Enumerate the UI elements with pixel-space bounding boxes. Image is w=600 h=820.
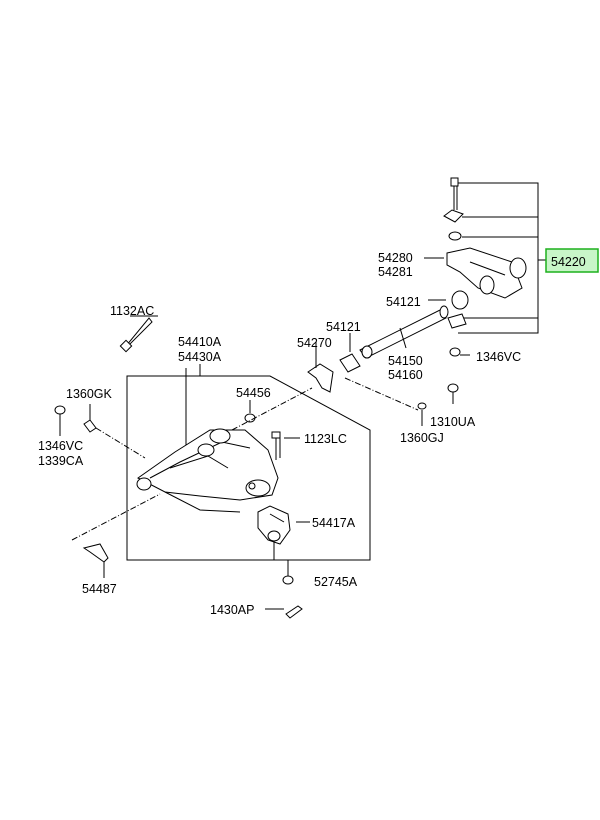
part-label-54456[interactable]: 54456 bbox=[236, 386, 271, 400]
part-label-1339ca[interactable]: 1339CA bbox=[38, 454, 84, 468]
part-label-54220[interactable]: 54220 bbox=[551, 255, 586, 269]
bushing-icon bbox=[339, 353, 361, 373]
lower-arm-icon bbox=[137, 429, 279, 501]
upper-arm-icon bbox=[446, 247, 523, 299]
part-label-1310ua[interactable]: 1310UA bbox=[430, 415, 476, 429]
nut-icon bbox=[244, 413, 256, 423]
nut-icon bbox=[447, 383, 459, 393]
washer-icon bbox=[443, 209, 464, 223]
part-label-54160[interactable]: 54160 bbox=[388, 368, 423, 382]
part-label-54280[interactable]: 54280 bbox=[378, 251, 413, 265]
nut-icon bbox=[448, 231, 462, 241]
part-label-54410a[interactable]: 54410A bbox=[178, 335, 222, 349]
nut-icon bbox=[282, 575, 294, 585]
ball-joint-icon bbox=[257, 505, 291, 545]
bolt-head-icon bbox=[450, 177, 459, 187]
part-label-1346vc[interactable]: 1346VC bbox=[38, 439, 83, 453]
nut-icon bbox=[449, 347, 461, 357]
cotter-pin-icon bbox=[285, 605, 303, 619]
part-label-54281[interactable]: 54281 bbox=[378, 265, 413, 279]
upper-arm-assembly bbox=[307, 177, 548, 426]
nut-icon bbox=[54, 405, 66, 415]
highlighted-part-box[interactable] bbox=[545, 248, 599, 273]
part-label-54417a[interactable]: 54417A bbox=[312, 516, 356, 530]
washer-icon bbox=[417, 402, 427, 410]
shaft-icon bbox=[359, 309, 447, 359]
part-labels: 54220 54280 54281 54121 1346VC 54121 542… bbox=[38, 251, 586, 617]
part-label-54487[interactable]: 54487 bbox=[82, 582, 117, 596]
part-label-1360gk[interactable]: 1360GK bbox=[66, 387, 113, 401]
shim-icon bbox=[307, 363, 334, 393]
part-label-54270[interactable]: 54270 bbox=[297, 336, 332, 350]
arm-bushing-icon bbox=[509, 257, 527, 279]
part-label-1430ap[interactable]: 1430AP bbox=[210, 603, 254, 617]
bushing-icon bbox=[451, 290, 469, 310]
bolt-icon bbox=[125, 317, 153, 347]
bolt-icon bbox=[82, 543, 109, 563]
part-label-54121[interactable]: 54121 bbox=[386, 295, 421, 309]
part-label-1123lc[interactable]: 1123LC bbox=[304, 432, 347, 446]
lower-arm-assembly bbox=[54, 315, 371, 619]
part-label-54150[interactable]: 54150 bbox=[388, 354, 423, 368]
bolt-icon bbox=[271, 431, 281, 439]
part-label-54430a[interactable]: 54430A bbox=[178, 350, 222, 364]
part-label-1360gj[interactable]: 1360GJ bbox=[400, 431, 444, 445]
part-label-52745a[interactable]: 52745A bbox=[314, 575, 358, 589]
part-label-1346vc[interactable]: 1346VC bbox=[476, 350, 521, 364]
arm-bushing-icon bbox=[136, 477, 152, 491]
washer-icon bbox=[83, 419, 97, 433]
part-label-1132ac[interactable]: 1132AC bbox=[110, 304, 154, 318]
part-label-54121[interactable]: 54121 bbox=[326, 320, 361, 334]
